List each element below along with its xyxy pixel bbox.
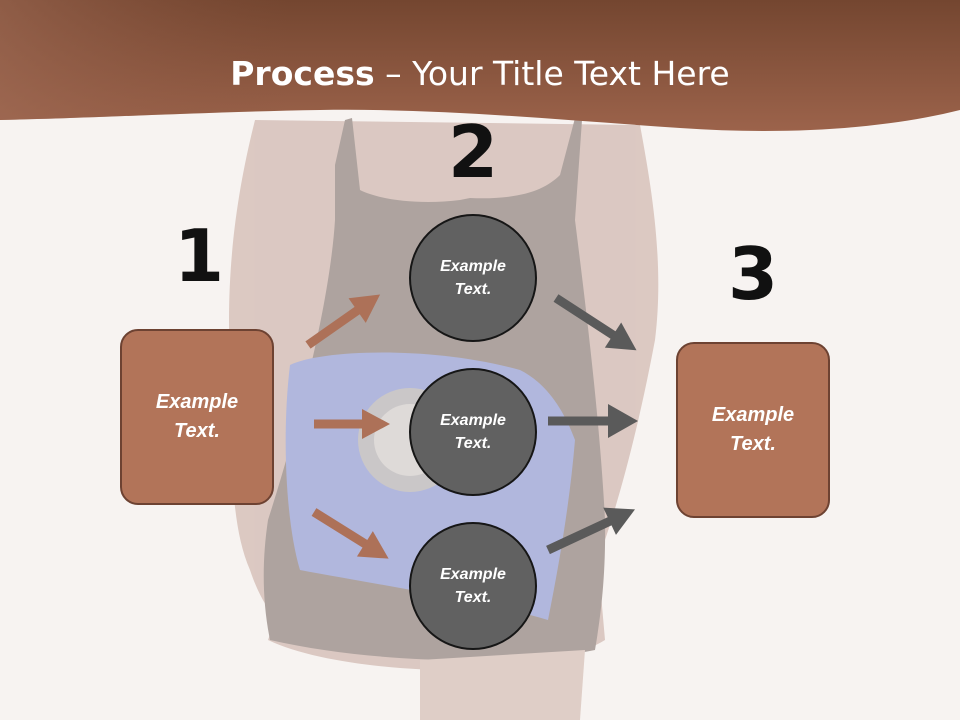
title-rest: – Your Title Text Here (374, 54, 730, 93)
title-bold: Process (230, 54, 375, 93)
slide-title: Process – Your Title Text Here (0, 48, 960, 100)
step-2-circle-3: Example Text. (409, 522, 537, 650)
header-band (0, 0, 960, 131)
step-2-circle-2-text: Example Text. (440, 412, 506, 452)
arrow-2a-to-3 (553, 294, 637, 351)
flow-arrows (305, 294, 638, 559)
step-2-circle-3-text: Example Text. (440, 566, 506, 606)
arrow-1-to-2b (314, 409, 390, 439)
step-3-box-text: Example Text. (711, 404, 795, 455)
step-3-box: Example Text. (676, 342, 830, 518)
step-2-circle-2: Example Text. (409, 368, 537, 496)
step-number-1: 1 (173, 214, 225, 298)
step-2-circle-1-text: Example Text. (440, 258, 506, 298)
step-2-circle-1: Example Text. (409, 214, 537, 342)
step-number-2: 2 (447, 110, 499, 194)
arrow-1-to-2c (311, 508, 389, 559)
step-1-box-text: Example Text. (155, 391, 239, 442)
arrow-2c-to-3 (546, 507, 636, 555)
arrow-1-to-2a (305, 294, 381, 349)
arrow-2b-to-3 (548, 404, 638, 438)
step-number-3: 3 (727, 232, 779, 316)
step-1-box: Example Text. (120, 329, 274, 505)
